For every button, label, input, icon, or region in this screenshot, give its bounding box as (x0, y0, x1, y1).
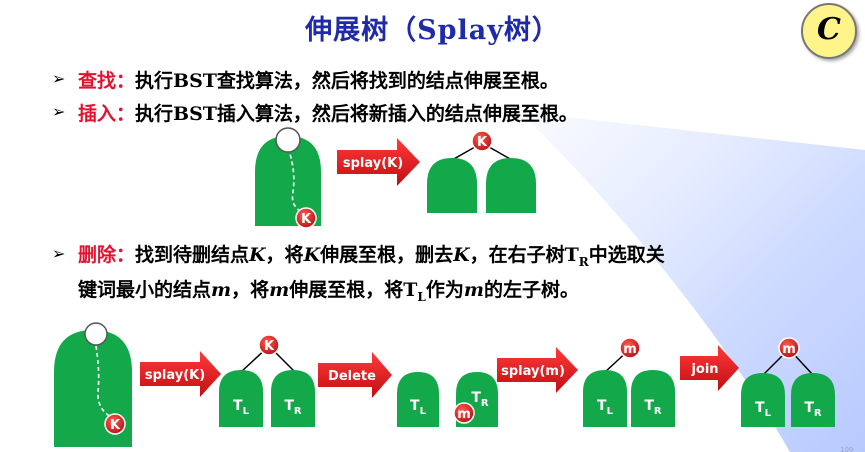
root-node (275, 127, 301, 153)
text-insert: 执行BST插入算法，然后将新插入的结点伸展至根。 (135, 103, 578, 125)
root-node (84, 322, 108, 346)
var-t: T (403, 279, 418, 301)
delete-diagram: K splay(K) TL TR K (54, 322, 835, 447)
subtree-right (486, 158, 536, 213)
svg-text:K: K (301, 212, 312, 227)
bullet-delete-line2: 键词最小的结点m，将m伸展至根，将TL作为m的左子树。 (78, 275, 579, 304)
insert-diagram: K splay(K) K (255, 127, 536, 229)
var-k: K (303, 244, 321, 266)
text-search: 执行BST查找算法，然后将找到的结点伸展至根。 (135, 70, 559, 92)
node-m: m (453, 402, 475, 424)
chapter-badge: C (801, 3, 857, 59)
var-m: m (269, 279, 290, 301)
subtree-tr: TR (631, 370, 675, 427)
arrow-delete: Delete (318, 352, 392, 398)
var-m: m (463, 279, 484, 301)
svg-text:Delete: Delete (328, 369, 376, 384)
node-k: K (295, 207, 317, 229)
page-title: 伸展树（Splay树） (305, 15, 560, 46)
svg-text:TR: TR (804, 400, 822, 419)
delete-text: 的左子树。 (483, 279, 579, 301)
delete-text: ，将 (231, 279, 270, 301)
delete-text: 伸展至根，删去 (320, 244, 454, 266)
tree-shape (255, 136, 321, 226)
var-k: K (249, 244, 266, 266)
svg-text:K: K (264, 339, 275, 354)
svg-text:m: m (457, 407, 471, 422)
node-k: K (258, 334, 280, 356)
var-t: T (564, 244, 579, 266)
delete-text: 作为 (425, 279, 464, 301)
node-m: m (778, 337, 800, 359)
page-number: 109 (840, 446, 853, 452)
svg-text:K: K (477, 135, 488, 150)
svg-text:join: join (690, 362, 718, 377)
svg-text:TR: TR (284, 398, 302, 417)
delete-text: 找到待删结点 (135, 244, 250, 266)
bullet-search: 查找：执行BST查找算法，然后将找到的结点伸展至根。 (78, 66, 559, 93)
node-k: K (104, 413, 126, 435)
subtree-tl: TL (741, 373, 785, 427)
svg-text:TL: TL (755, 400, 772, 419)
svg-text:TL: TL (410, 398, 427, 417)
node-k: K (471, 130, 493, 152)
arrow-splay-k: splay(K) (337, 138, 420, 186)
svg-text:splay(K): splay(K) (343, 156, 403, 171)
keyword-delete: 删除： (78, 244, 136, 266)
delete-text: 键词最小的结点 (78, 279, 212, 301)
svg-text:m: m (623, 342, 637, 357)
svg-text:TR: TR (644, 398, 662, 417)
subtree-left (427, 158, 477, 213)
arrow-splay-m: splay(m) (497, 347, 578, 393)
svg-text:m: m (782, 342, 796, 357)
delete-text: ，在右子树 (469, 244, 565, 266)
subscript-l: L (417, 290, 426, 304)
svg-text:splay(m): splay(m) (501, 364, 565, 379)
arrow-splay-k: splay(K) (140, 351, 221, 397)
search-path (95, 345, 114, 419)
keyword-insert: 插入： (78, 103, 136, 125)
subscript-r: R (578, 255, 589, 269)
delete-text: 中选取关 (588, 244, 665, 266)
bullet-icon: ➢ (52, 102, 66, 121)
delete-text: ，将 (265, 244, 304, 266)
arrow-join: join (680, 345, 739, 391)
subtree-tl: TL (219, 370, 263, 427)
delete-text: 伸展至根，将 (289, 279, 404, 301)
subtree-tl: TL (397, 372, 439, 427)
bullet-icon: ➢ (52, 244, 66, 263)
node-m: m (619, 337, 641, 359)
var-k: K (453, 244, 470, 266)
subtree-tl: TL (583, 370, 627, 427)
svg-text:K: K (110, 418, 121, 433)
bullet-insert: 插入：执行BST插入算法，然后将新插入的结点伸展至根。 (78, 99, 578, 126)
svg-text:TR: TR (471, 390, 489, 409)
var-m: m (211, 279, 232, 301)
svg-text:TL: TL (233, 398, 250, 417)
search-path (287, 147, 304, 214)
subtree-tr: TR (271, 370, 315, 427)
keyword-search: 查找： (78, 70, 136, 92)
svg-text:splay(K): splay(K) (145, 368, 205, 383)
bullet-icon: ➢ (52, 69, 66, 88)
bullet-delete-line1: 删除：找到待删结点K，将K伸展至根，删去K，在右子树TR中选取关 (78, 240, 665, 269)
svg-text:TL: TL (597, 398, 614, 417)
subtree-tr: TR (791, 373, 835, 427)
